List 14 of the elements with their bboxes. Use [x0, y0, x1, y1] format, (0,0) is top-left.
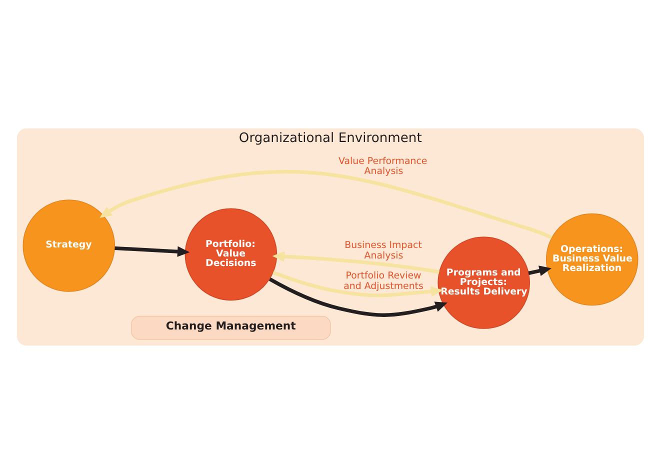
- arrow: [100, 170, 552, 240]
- node-circle: Operations: Business Value Realization: [546, 213, 638, 306]
- arrow: [528, 266, 552, 276]
- arrow: [114, 246, 190, 257]
- arrow: [272, 270, 444, 298]
- edge-label: Business Impact Analysis: [344, 240, 422, 262]
- arrow: [268, 278, 448, 317]
- node-circle: Strategy: [22, 200, 116, 292]
- node-circle: Portfolio: Value Decisions: [184, 208, 278, 301]
- edge-label: Portfolio Review and Adjustments: [344, 270, 424, 292]
- arrow: [272, 251, 440, 274]
- edge-label: Value Performance Analysis: [338, 156, 428, 178]
- node-circle: Programs and Projects: Results Delivery: [438, 236, 530, 329]
- node-box: Change Management: [131, 316, 331, 340]
